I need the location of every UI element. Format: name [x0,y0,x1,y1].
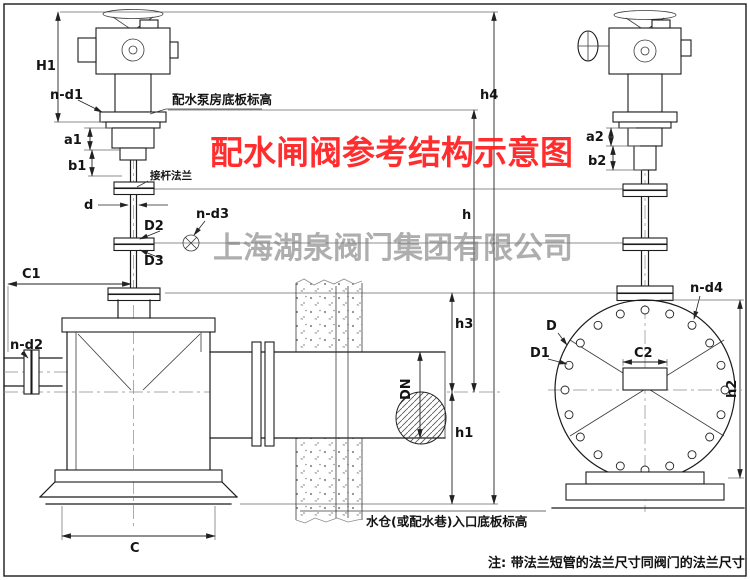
dim-d: d [84,198,93,213]
page-title: 配水闸阀参考结构示意图 [210,133,573,172]
center-boss [622,367,668,391]
dim-n-d1: n-d1 [50,88,83,103]
sump-floor-label: 水仓(或配水巷)入口底板标高 [366,514,527,529]
yoke [114,73,152,113]
right-base [551,471,745,509]
dim-H1: H1 [36,59,56,74]
footnote: 注: 带法兰短管的法兰尺寸同阀门的法兰尺寸 [488,555,745,571]
dim-C2: C2 [634,346,653,361]
left-actuator [77,9,179,113]
dim-n-d2: n-d2 [10,338,43,353]
dim-DN: DN [399,378,414,400]
dimensions-left: H1 n-d1 a1 b1 d D2 n-d3 D3 C1 n-d2 C DN … [7,11,498,556]
right-view [551,10,745,509]
dim-a1: a1 [64,133,82,148]
motor-box [77,37,97,63]
dim-D1: D1 [530,346,550,361]
valve-body [39,317,238,505]
dim-h4: h4 [480,88,498,103]
dim-D: D [546,319,557,334]
dim-n-d4: n-d4 [690,281,723,296]
handwheel-icon [102,9,164,19]
right-actuator [577,10,692,113]
left-stem [99,111,200,319]
bolt-hole-symbol [182,234,200,252]
pump-floor-label: 配水泵房底板标高 [172,92,272,107]
dim-a2: a2 [586,130,604,145]
dim-C1: C1 [22,267,41,282]
mounting-plate [99,111,167,123]
bolt-holes [560,305,730,475]
dim-b2: b2 [588,154,606,169]
body-front-circle [554,299,736,481]
callouts: 配水泵房底板标高 接杆法兰 水仓(或配水巷)入口底板标高 [136,92,546,529]
dim-D3: D3 [144,254,164,269]
dim-C: C [130,541,140,556]
dimensions-right: a2 b2 n-d4 D D1 C2 h2 [530,127,744,479]
handwheel-icon [613,10,677,20]
rod-flange-label: 接杆法兰 [150,169,192,182]
stem-flange [113,181,155,189]
left-view [3,9,447,518]
right-stem [612,111,678,302]
dim-h3: h3 [455,317,473,332]
dim-h: h [462,208,471,223]
bonnet-flange [107,287,161,295]
dim-h2: h2 [725,380,740,398]
dim-n-d3: n-d3 [196,207,229,222]
dim-b1: b1 [68,159,86,174]
dim-D2: D2 [144,219,164,234]
watermark-text: 上海湖泉阀门集团有限公司 [213,231,573,266]
dim-h1: h1 [455,426,473,441]
reference-lines [60,11,626,505]
inlet-stub [3,349,63,395]
